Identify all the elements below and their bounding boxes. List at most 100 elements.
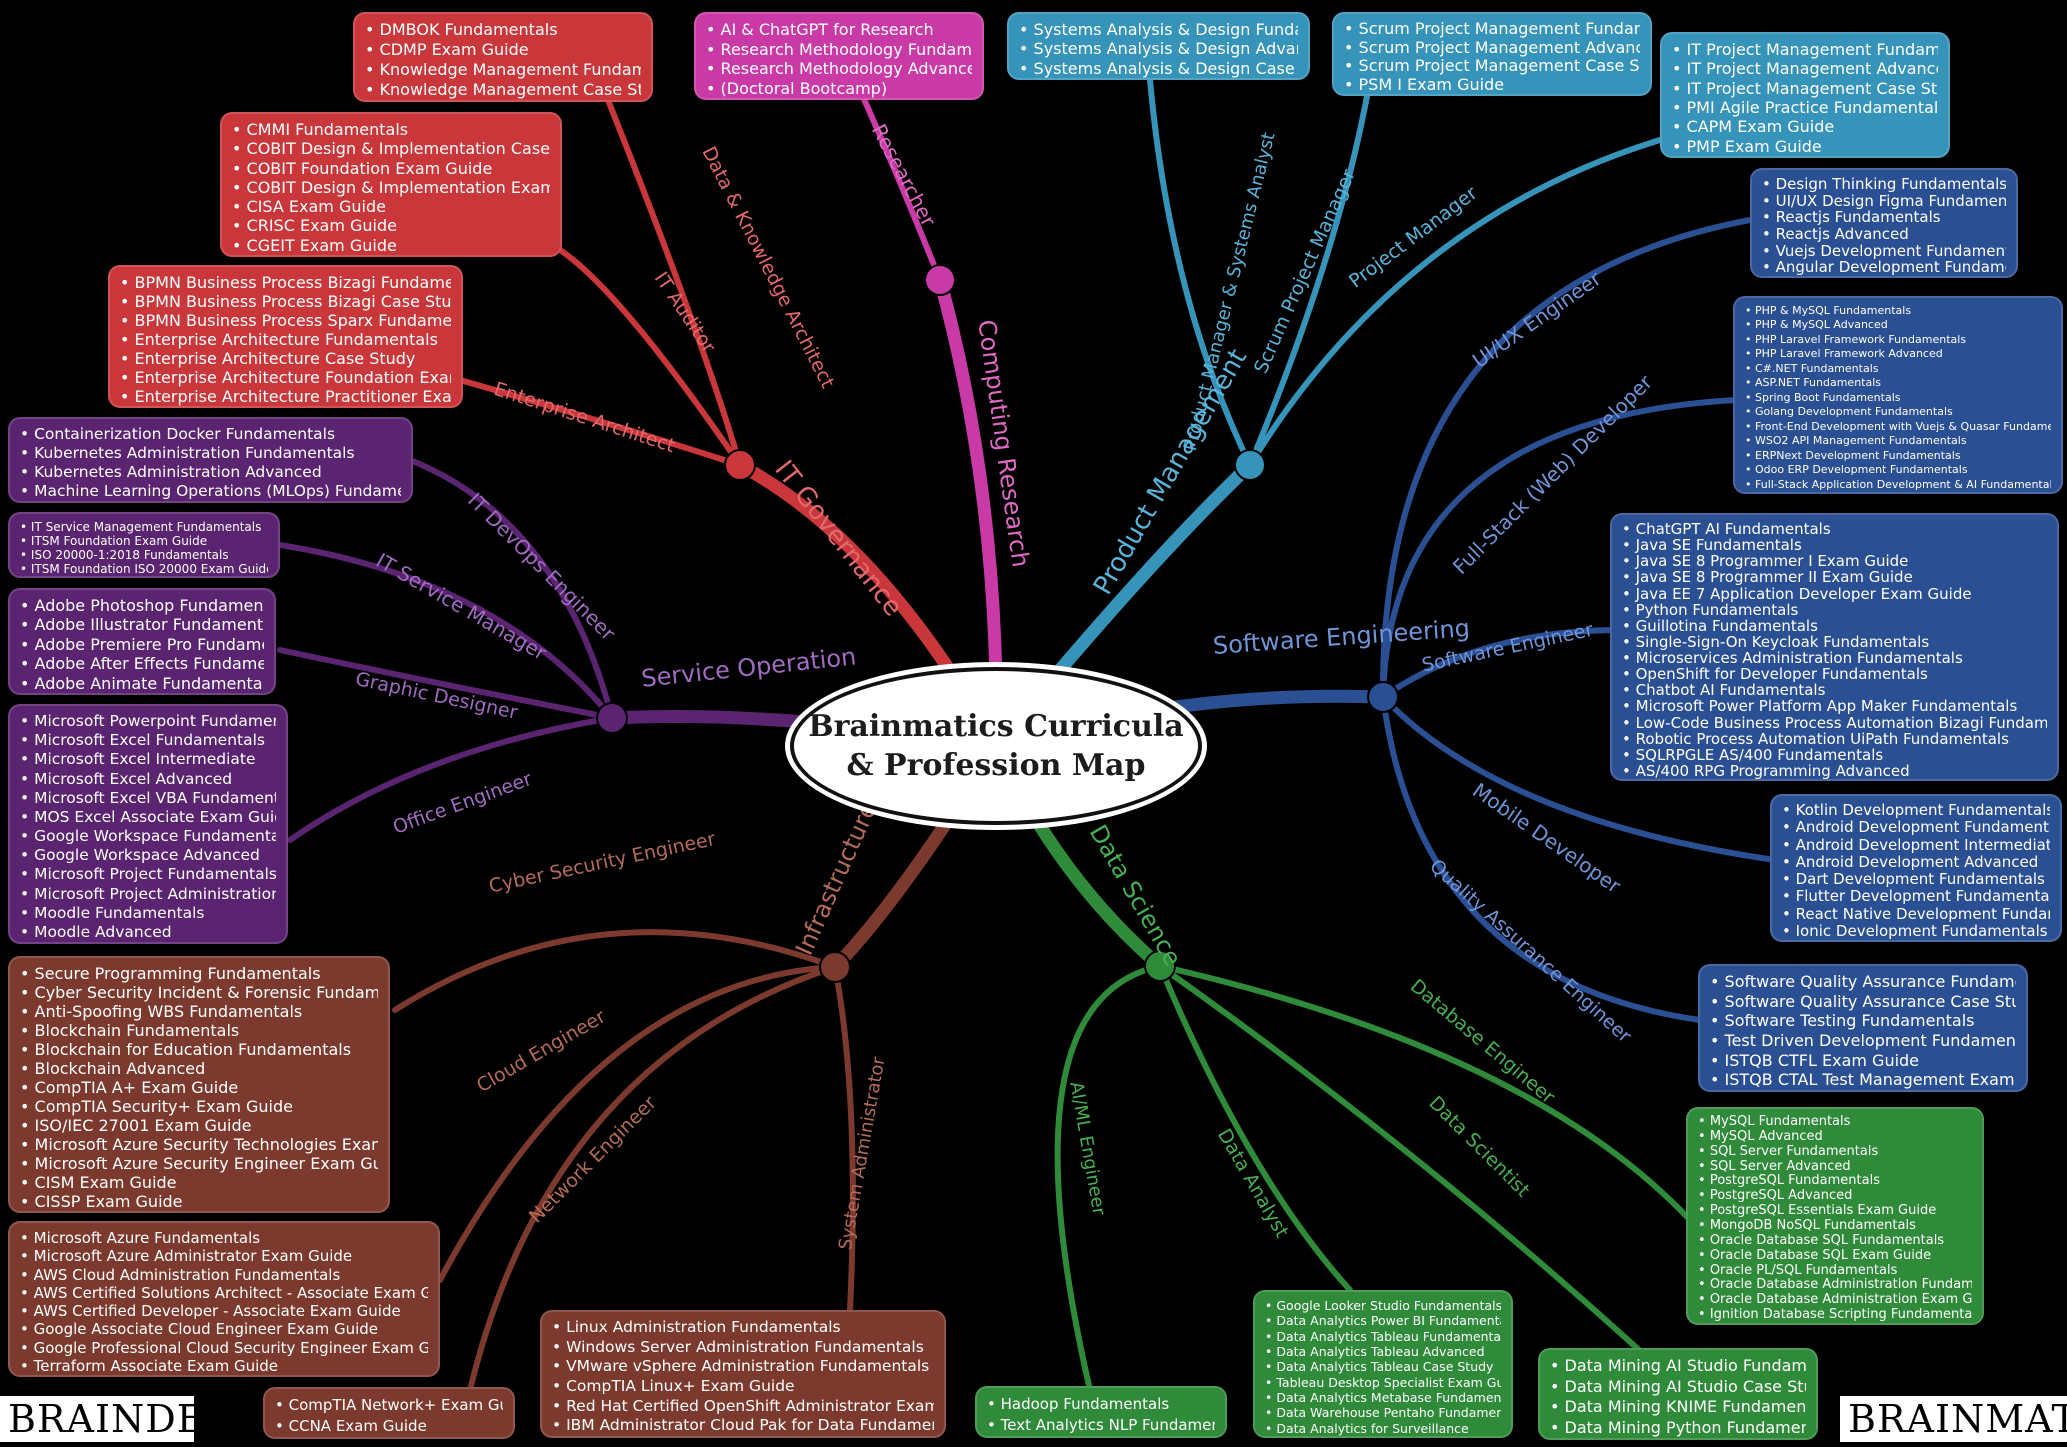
course-item: Java EE 7 Application Developer Exam Gui… — [1622, 586, 2047, 602]
course-item: Adobe Premiere Pro Fundamentals — [20, 635, 264, 654]
central-node: Brainmatics Curricula & Profession Map — [790, 667, 1202, 825]
hub-it-governance-node — [724, 449, 756, 481]
course-item: Knowledge Management Case Study — [365, 80, 641, 100]
data-knowledge-architect-courses-box: DMBOK FundamentalsCDMP Exam GuideKnowled… — [353, 12, 653, 102]
course-item: CompTIA Network+ Exam Guide — [275, 1395, 503, 1416]
course-item: AS/400 RPG Programming Advanced — [1622, 763, 2047, 779]
course-item: Text Analytics NLP Fundamentals — [987, 1415, 1215, 1436]
course-item: Software Quality Assurance Case Study — [1710, 992, 2016, 1012]
branch-scrum-project-manager — [1247, 77, 1373, 468]
course-item: Ionic Development Fundamentals — [1782, 923, 2050, 940]
course-item: Low-Code Business Process Automation Biz… — [1622, 715, 2047, 731]
course-item: PostgreSQL Advanced — [1698, 1189, 1972, 1204]
hub-computing-research-node — [924, 264, 956, 296]
course-item: CompTIA Linux+ Exam Guide — [552, 1377, 934, 1397]
course-item: BPMN Business Process Bizagi Fundamental… — [120, 273, 451, 292]
course-item: IT Service Management Fundamentals — [20, 520, 268, 534]
course-item: ChatGPT AI Fundamentals — [1622, 521, 2047, 537]
course-item: Java SE 8 Programmer I Exam Guide — [1622, 553, 2047, 569]
branch-graphic-designer — [277, 647, 615, 721]
course-item: PHP Laravel Framework Fundamentals — [1745, 333, 2051, 347]
course-item: CISM Exam Guide — [20, 1173, 378, 1192]
course-item: Microsoft Excel Fundamentals — [20, 731, 276, 750]
course-item: Data Analytics Power BI Fundamentals — [1265, 1313, 1501, 1328]
course-item: Software Quality Assurance Fundamentals — [1710, 972, 2016, 992]
course-item: Scrum Project Management Fundamentals — [1344, 20, 1640, 39]
course-item: Red Hat Certified OpenShift Administrato… — [552, 1397, 934, 1417]
course-item: Data Warehouse Pentaho Fundamentals — [1265, 1405, 1501, 1420]
course-item: AWS Certified Solutions Architect - Asso… — [20, 1284, 428, 1302]
course-item: Systems Analysis & Design Advanced — [1019, 39, 1298, 58]
course-item: Java SE Fundamentals — [1622, 537, 2047, 553]
hub-service-operation-node — [596, 702, 628, 734]
course-item: Blockchain Advanced — [20, 1059, 378, 1078]
course-item: CompTIA Security+ Exam Guide — [20, 1097, 378, 1116]
data-scientist-courses-box: Data Mining AI Studio FundamentalsData M… — [1538, 1348, 1818, 1440]
course-item: Oracle PL/SQL Fundamentals — [1698, 1264, 1972, 1279]
network-engineer-courses-box: CompTIA Network+ Exam GuideCCNA Exam Gui… — [263, 1387, 515, 1439]
researcher-courses-box: AI & ChatGPT for ResearchResearch Method… — [694, 12, 984, 100]
course-item: Enterprise Architecture Practitioner Exa… — [120, 387, 451, 406]
braindevs-logo: BRAINDEVS — [0, 1396, 260, 1442]
course-item: Enterprise Architecture Case Study — [120, 349, 451, 368]
course-item: SQL Server Fundamentals — [1698, 1145, 1972, 1160]
course-item: CDMP Exam Guide — [365, 40, 641, 60]
course-item: CAPM Exam Guide — [1672, 117, 1938, 136]
course-item: Adobe After Effects Fundamentals — [20, 654, 264, 673]
cyber-security-engineer-courses-box: Secure Programming FundamentalsCyber Sec… — [8, 956, 390, 1213]
course-item: Flutter Development Fundamentals — [1782, 888, 2050, 905]
course-item: Vuejs Development Fundamentals — [1762, 243, 2006, 260]
course-item: Google Looker Studio Fundamentals — [1265, 1298, 1501, 1313]
branch-cyber-security-engineer — [392, 929, 838, 1013]
course-item: ERPNext Development Fundamentals — [1745, 449, 2051, 463]
branch-cloud-engineer — [437, 964, 838, 1283]
course-item: Test Driven Development Fundamentals — [1710, 1031, 2016, 1051]
course-item: Microsoft Project Fundamentals — [20, 865, 276, 884]
course-item: Java SE 8 Programmer II Exam Guide — [1622, 569, 2047, 585]
course-item: Chatbot AI Fundamentals — [1622, 682, 2047, 698]
course-item: CRISC Exam Guide — [232, 216, 550, 235]
software-engineer-courses-box: ChatGPT AI FundamentalsJava SE Fundament… — [1610, 513, 2059, 781]
branch-database-engineer — [1157, 963, 1693, 1223]
course-item: React Native Development Fundamentals — [1782, 906, 2050, 923]
course-item: AI & ChatGPT for Research — [706, 20, 972, 40]
course-item: Research Methodology Fundamentals — [706, 40, 972, 60]
ai-ml-engineer-courses-box: Hadoop FundamentalsText Analytics NLP Fu… — [975, 1386, 1227, 1438]
course-item: AWS Cloud Administration Fundamentals — [20, 1266, 428, 1284]
it-devops-engineer-courses-box: Containerization Docker FundamentalsKube… — [8, 417, 413, 503]
branch-product-manager-systems-analyst — [1147, 77, 1253, 468]
course-item: Software Testing Fundamentals — [1710, 1011, 2016, 1031]
branch-data-knowledge-architect — [597, 77, 743, 468]
course-item: Guillotina Fundamentals — [1622, 618, 2047, 634]
course-item: (Doctoral Bootcamp) — [706, 79, 972, 99]
course-item: Android Development Fundamentals — [1782, 819, 2050, 836]
course-item: Microsoft Azure Administrator Exam Guide — [20, 1247, 428, 1265]
course-item: Moodle Fundamentals — [20, 904, 276, 923]
course-item: Design Thinking Fundamentals — [1762, 176, 2006, 193]
course-item: Kubernetes Administration Fundamentals — [20, 444, 401, 463]
ui-ux-engineer-courses-box: Design Thinking FundamentalsUI/UX Design… — [1750, 168, 2018, 278]
course-item: CISA Exam Guide — [232, 197, 550, 216]
branch-data-analyst — [1157, 963, 1353, 1293]
course-item: Android Development Advanced — [1782, 854, 2050, 871]
course-item: Reactjs Fundamentals — [1762, 209, 2006, 226]
course-item: Systems Analysis & Design Case Study — [1019, 59, 1298, 78]
course-item: Data Analytics Tableau Case Study — [1265, 1359, 1501, 1374]
branch-system-administrator — [832, 964, 856, 1313]
course-item: Single-Sign-On Keycloak Fundamentals — [1622, 634, 2047, 650]
branch-project-manager — [1247, 137, 1663, 468]
course-item: OpenShift for Developer Fundamentals — [1622, 666, 2047, 682]
course-item: Microsoft Azure Security Engineer Exam G… — [20, 1154, 378, 1173]
branch-ui-ux-engineer — [1379, 217, 1753, 700]
course-item: Research Methodology Advanced — [706, 59, 972, 79]
course-item: Google Workspace Advanced — [20, 846, 276, 865]
course-item: Data Analytics for Surveillance — [1265, 1421, 1501, 1436]
course-item: Odoo ERP Development Fundamentals — [1745, 463, 2051, 477]
course-item: ASP.NET Fundamentals — [1745, 376, 2051, 390]
brainmatics-logo: BRAINMATICS — [1840, 1396, 2067, 1442]
hub-infrastructure-security-node — [819, 951, 851, 983]
course-item: DMBOK Fundamentals — [365, 20, 641, 40]
course-item: Data Analytics Tableau Advanced — [1265, 1344, 1501, 1359]
course-item: Robotic Process Automation UiPath Fundam… — [1622, 731, 2047, 747]
course-item: Data Mining Python Fundamentals — [1550, 1418, 1806, 1439]
